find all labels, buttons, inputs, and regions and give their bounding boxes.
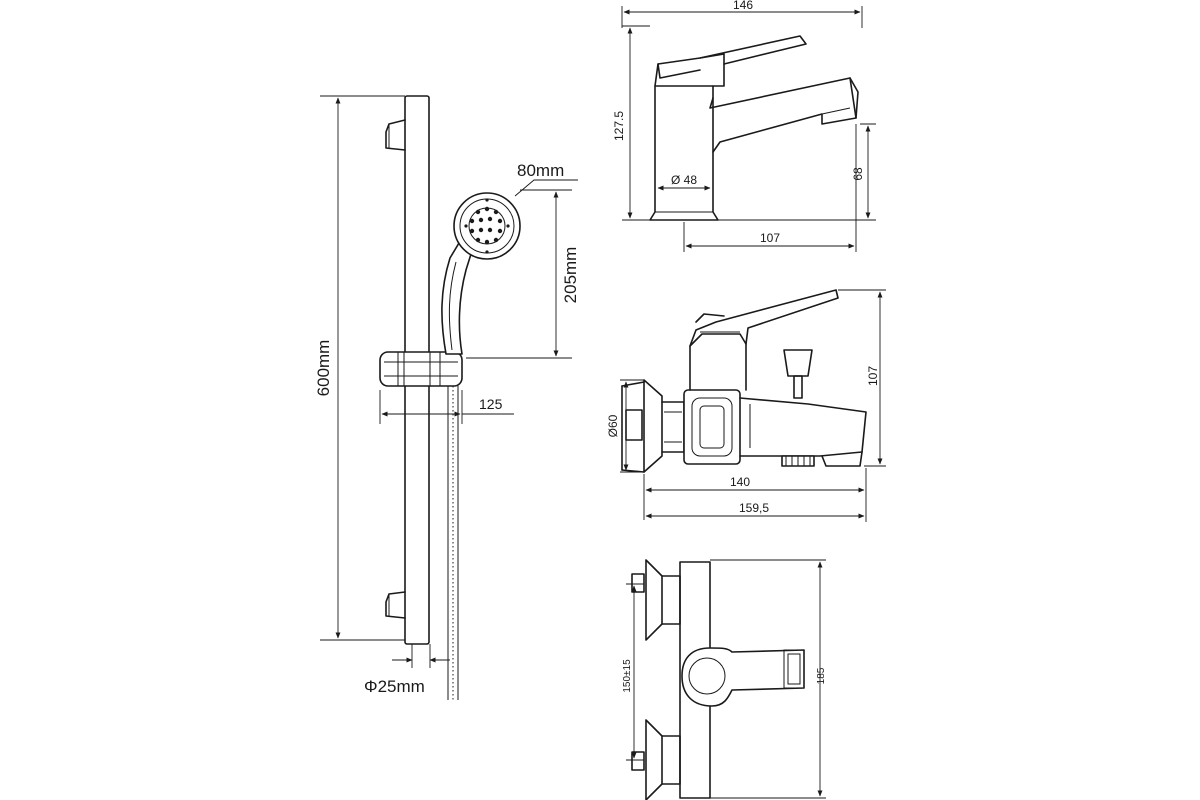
label-front-overall-width: 185 [816, 667, 827, 684]
bath-mixer-side-drawing [620, 289, 886, 522]
label-basin-height: 127.5 [612, 111, 626, 141]
shower-set-drawing [320, 95, 578, 700]
label-rail-diameter: Φ25mm [364, 677, 425, 696]
label-bath-height: 107 [866, 366, 880, 386]
label-front-inlet-spacing: 150±15 [622, 659, 633, 693]
basin-mixer-drawing [621, 6, 876, 252]
label-bath-spout-length: 140 [730, 475, 750, 489]
label-bath-flange-diameter: Ø60 [606, 414, 620, 437]
label-holder-height: 205mm [561, 247, 580, 304]
label-bath-overall-length: 159,5 [739, 501, 769, 515]
label-head-diameter: 80mm [517, 161, 564, 180]
label-basin-length: 146 [733, 0, 753, 12]
label-basin-spout-height: 68 [851, 167, 865, 181]
label-rail-length: 600mm [314, 340, 333, 397]
label-basin-spout-reach: 107 [760, 231, 780, 245]
label-basin-body-diameter: Ø 48 [671, 173, 697, 187]
bath-mixer-front-drawing [626, 559, 826, 800]
label-holder-offset: 125 [479, 396, 503, 412]
